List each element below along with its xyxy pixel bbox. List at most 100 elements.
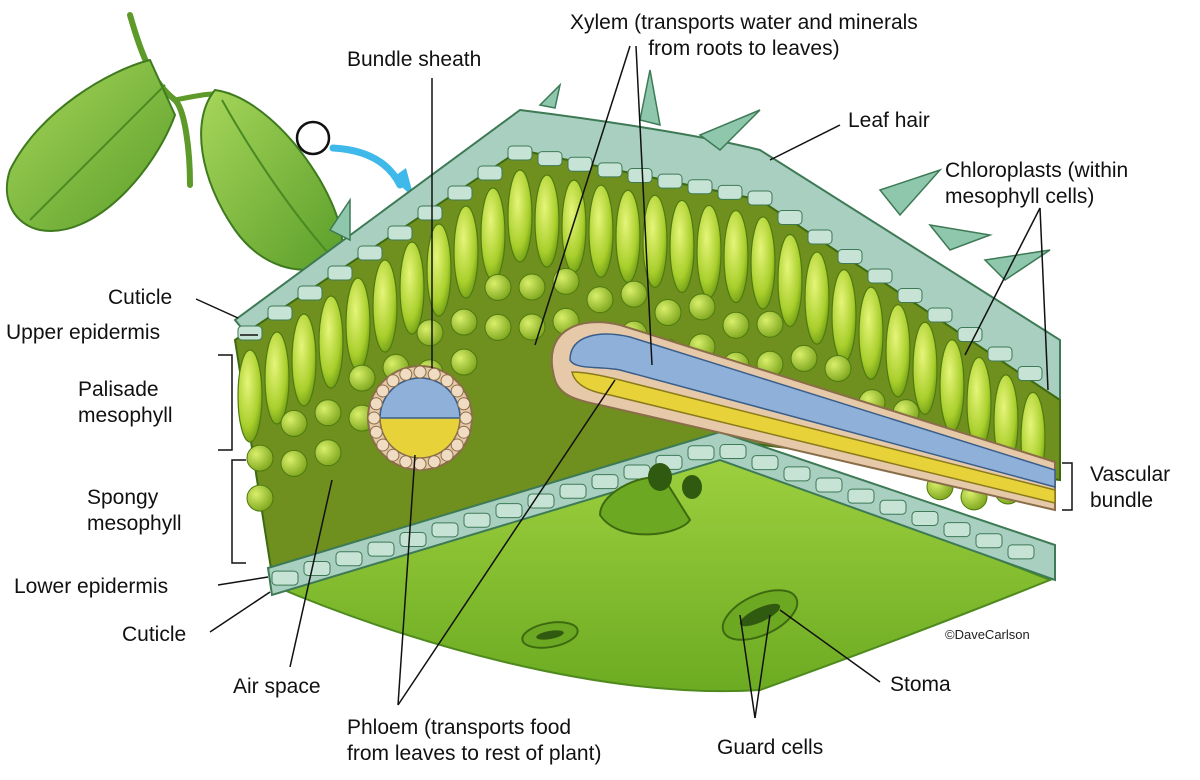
label-chloroplasts-line1: Chloroplasts (within — [945, 159, 1129, 182]
palisade-cell — [480, 187, 506, 281]
upper-epidermis-cell — [957, 327, 983, 342]
label-air-space: Air space — [233, 675, 321, 698]
label-cuticle-top: Cuticle — [108, 286, 173, 309]
lower-epidermis-cell — [495, 503, 523, 519]
palisade-cell — [588, 184, 614, 278]
spongy-cell — [280, 409, 308, 437]
bundle-sheath-vein — [367, 365, 473, 471]
palisade-cell — [453, 205, 479, 299]
palisade-cells — [237, 169, 1046, 486]
bundle-sheath-cell — [413, 457, 427, 471]
lower-epidermis-cell — [271, 570, 299, 586]
palisade-cell — [237, 349, 263, 443]
lower-epidermis-cell — [719, 444, 747, 460]
label-xylem-line2: from roots to leaves) — [648, 37, 840, 60]
upper-epidermis-cell — [327, 265, 353, 281]
upper-epidermis-cell — [687, 179, 713, 195]
bundle-sheath-cell — [427, 455, 441, 469]
lower-epidermis-cell — [303, 560, 331, 576]
label-chloroplasts-line2: mesophyll cells) — [945, 185, 1095, 208]
palisade-cell — [939, 339, 965, 433]
spongy-cell — [722, 311, 750, 339]
epidermis-cells — [237, 145, 1043, 586]
lower-epidermis-cell — [943, 522, 971, 538]
spongy-cell — [484, 273, 512, 301]
upper-epidermis-cell — [987, 346, 1013, 362]
label-palisade-mesophyll: Palisade mesophyll — [78, 377, 173, 429]
palisade-cell — [507, 169, 533, 263]
lower-epidermis-cell — [911, 510, 939, 526]
upper-epidermis-cell — [627, 168, 653, 183]
bundle-sheath-cell — [440, 374, 454, 388]
palisade-cell — [399, 241, 425, 335]
upper-epidermis-cell — [237, 325, 263, 341]
spongy-cell — [620, 280, 648, 308]
label-vascular-line1: Vascular — [1090, 463, 1171, 486]
lower-epidermis-cell — [431, 522, 459, 538]
label-lower-epidermis: Lower epidermis — [14, 575, 169, 598]
label-bundle-sheath: Bundle sheath — [347, 48, 482, 71]
bundle-sheath-cell — [450, 384, 464, 398]
palisade-cell — [777, 233, 803, 328]
upper-epidermis-cell — [1017, 366, 1043, 381]
leader-lines — [195, 45, 1049, 719]
palisade-cell — [264, 331, 290, 425]
bundle-sheath-cell — [369, 425, 383, 439]
spongy-cell — [246, 484, 274, 512]
lower-epidermis-cell — [591, 474, 619, 490]
label-phloem: Phloem (transports food from leaves to r… — [347, 715, 601, 767]
lower-epidermis-cell — [335, 551, 363, 567]
spongy-cell — [586, 286, 614, 314]
label-spongy-mesophyll: Spongy mesophyll — [87, 485, 182, 537]
upper-epidermis-cell — [477, 165, 503, 181]
bundle-sheath-cell — [367, 411, 381, 425]
spongy-cell — [790, 344, 818, 372]
vascular-bundle — [550, 321, 1056, 512]
palisade-cell — [318, 295, 344, 389]
lower-epidermis-cell — [623, 464, 651, 480]
lower-epidermis-cell — [847, 488, 875, 504]
lower-epidermis-cell — [975, 533, 1003, 549]
palisade-cell — [372, 259, 398, 353]
upper-epidermis-cell — [267, 305, 293, 321]
spongy-cell — [552, 267, 580, 295]
upper-surface — [233, 108, 1061, 402]
lower-epidermis-cell — [879, 499, 907, 515]
copyright-credit: ©DaveCarlson — [945, 627, 1030, 642]
spongy-cell — [756, 310, 784, 338]
zoom-circle — [295, 120, 331, 156]
palisade-cell — [696, 204, 722, 299]
palisade-cell — [912, 321, 938, 415]
spongy-cell — [348, 364, 376, 392]
palisade-cell — [534, 174, 560, 268]
upper-epidermis-cell — [447, 185, 473, 201]
bundle-sheath-cell — [376, 438, 390, 452]
upper-epidermis-cell — [537, 151, 563, 167]
bundle-sheath-cell — [413, 365, 427, 379]
lower-epidermis-cell — [559, 483, 587, 499]
label-xylem-line1: Xylem (transports water and minerals — [570, 11, 918, 34]
spongy-cell — [416, 319, 444, 347]
palisade-cell — [669, 199, 695, 293]
upper-epidermis-cell — [837, 249, 863, 264]
lower-epidermis-cell — [751, 455, 779, 471]
lower-epidermis-cell — [783, 466, 811, 482]
label-palisade-line2: mesophyll — [78, 404, 173, 427]
label-vascular-line2: bundle — [1090, 489, 1154, 512]
palisade-cell — [615, 189, 641, 283]
bundle-sheath-cell — [450, 438, 464, 452]
label-cuticle-bottom: Cuticle — [122, 623, 187, 646]
lower-epidermis-cell — [399, 532, 427, 548]
label-phloem-line1: Phloem (transports food — [347, 716, 572, 739]
leaf-hairs — [328, 69, 1051, 281]
label-spongy-line1: Spongy — [87, 486, 159, 509]
upper-epidermis-cell — [657, 173, 683, 189]
palisade-cell — [426, 223, 452, 317]
spongy-cell — [824, 354, 852, 382]
lower-epidermis-cell — [1007, 544, 1035, 560]
palisade-cell — [345, 277, 371, 371]
upper-epidermis-cell — [897, 288, 923, 303]
leaf-sprig-illustration — [5, 12, 414, 271]
bundle-sheath-cell — [386, 374, 400, 388]
label-spongy-line2: mesophyll — [87, 512, 182, 535]
